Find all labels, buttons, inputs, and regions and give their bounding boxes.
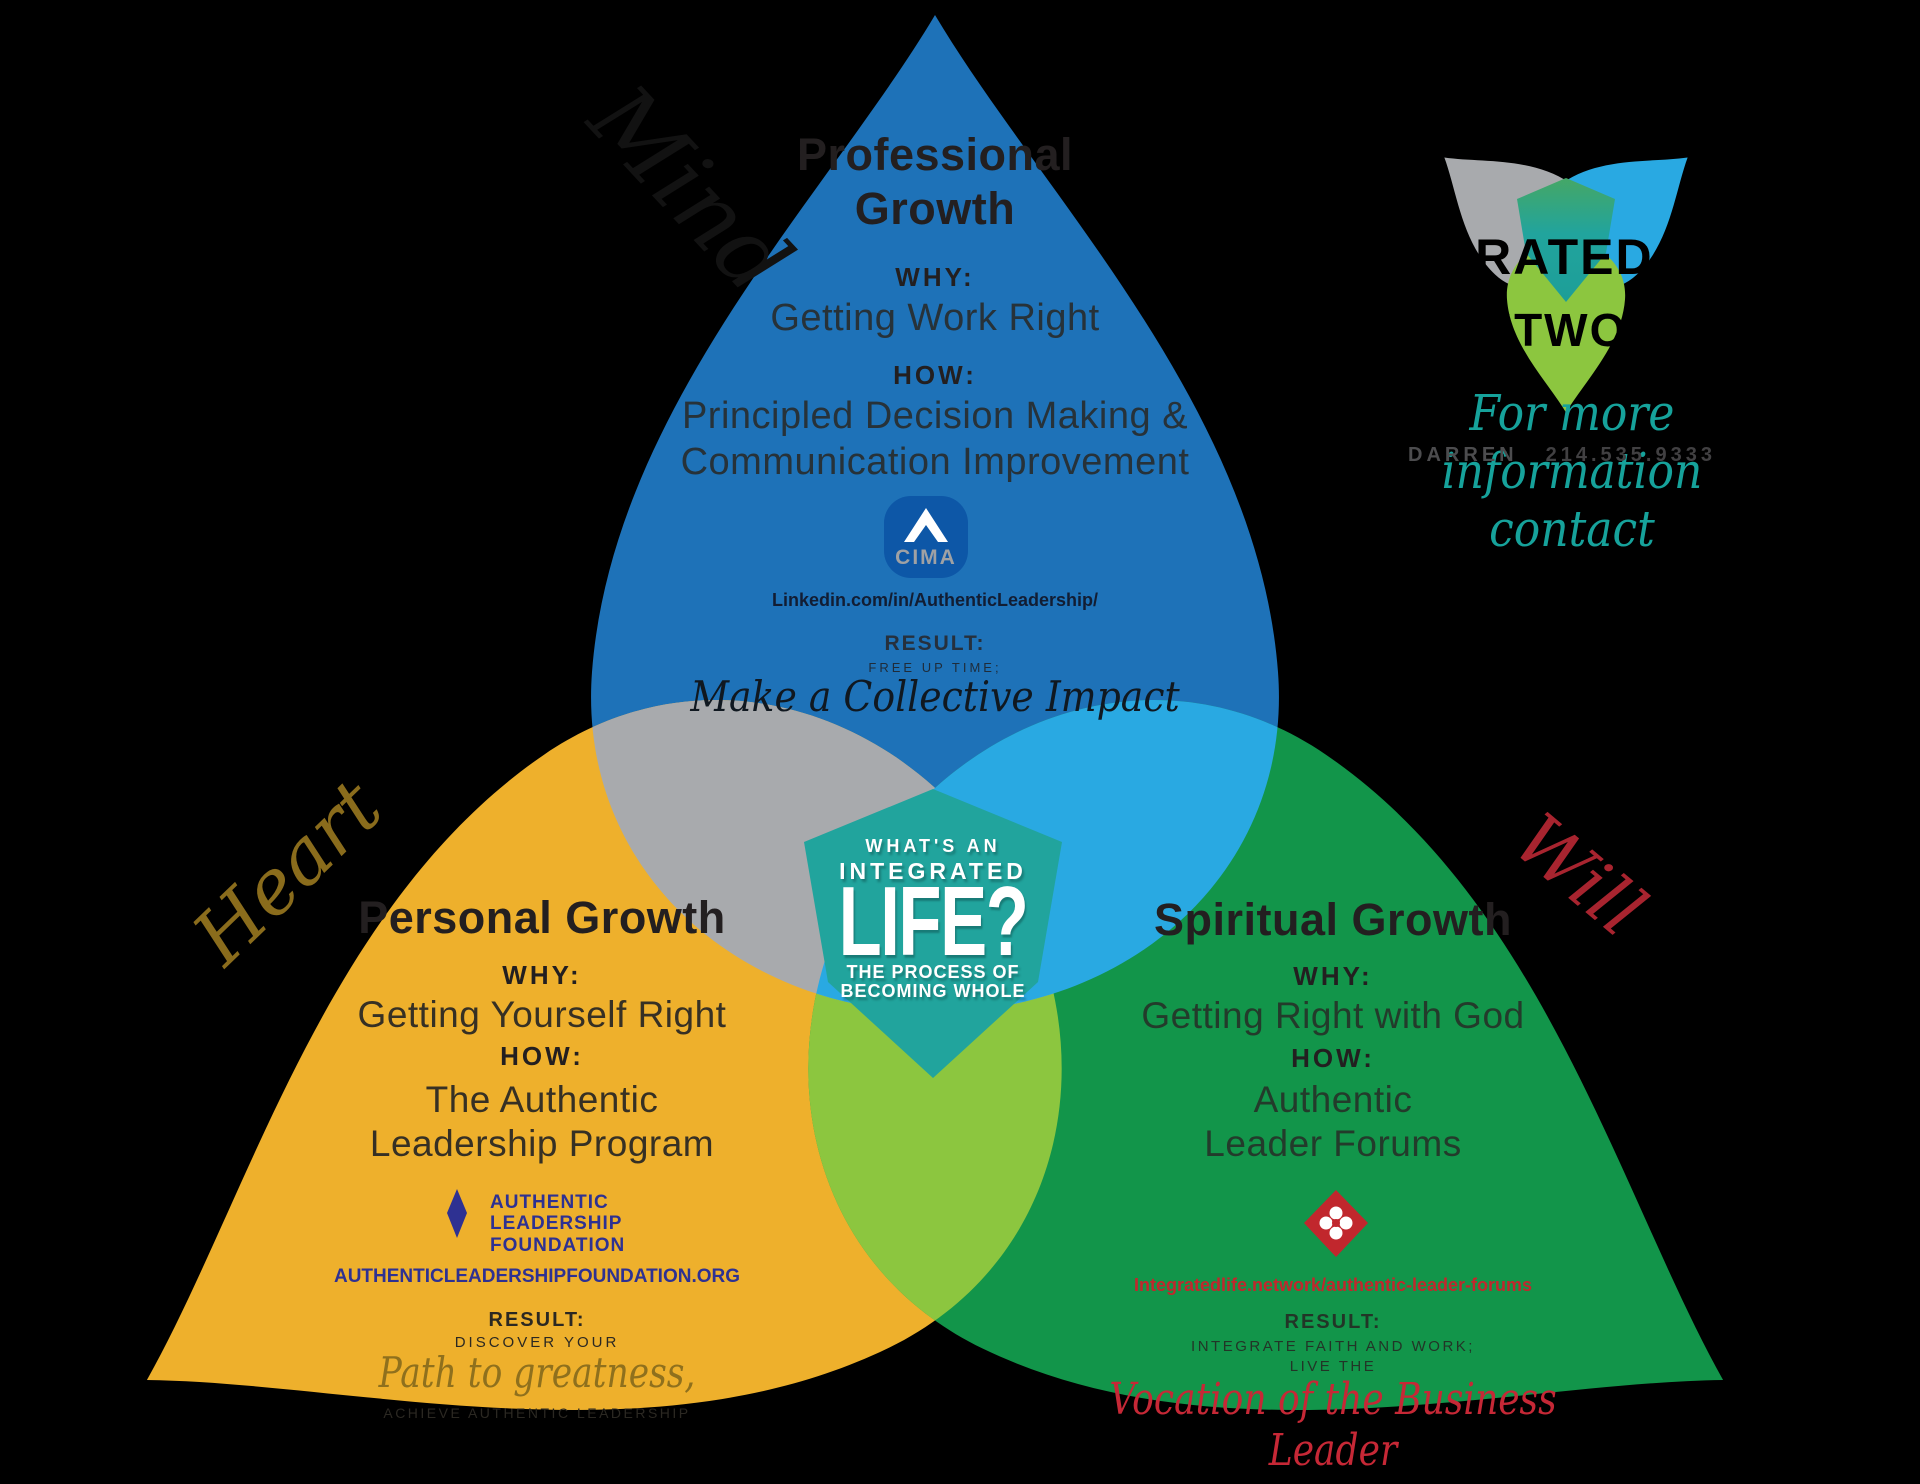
why-text: Getting Work Right xyxy=(770,297,1100,339)
logo-text-network: NETWORK xyxy=(1446,304,1698,356)
cima-mountain-icon xyxy=(904,508,948,542)
linkedin-url: Linkedin.com/in/AuthenticLeadership/ xyxy=(771,590,1099,610)
how-label: HOW: xyxy=(893,360,977,390)
result-caps2: ACHIEVE AUTHENTIC LEADERSHIP xyxy=(383,1405,691,1421)
mini-shield xyxy=(1517,178,1615,302)
why-text: Getting Yourself Right xyxy=(357,994,727,1035)
result-label: RESULT: xyxy=(884,632,986,655)
shield-line2: INTEGRATED xyxy=(839,858,1027,884)
alf-diamond-icon xyxy=(447,1189,467,1238)
logo-text-integrated: INTEGRATED xyxy=(1312,229,1654,285)
result-caps: INTEGRATE FAITH AND WORK; LIVE THE xyxy=(1191,1338,1475,1375)
how-text: The Authentic Leadership Program xyxy=(369,1079,715,1165)
why-label: WHY: xyxy=(895,262,975,292)
how-text: Principled Decision Making & Communicati… xyxy=(680,395,1190,483)
shield-life: LIFE? xyxy=(838,866,1029,976)
iln-logo-icon xyxy=(1407,111,1725,413)
why-text: Getting Right with God xyxy=(1141,995,1525,1036)
contact-phone: 214.535.9333 xyxy=(1545,444,1716,466)
result-script: Path to greatness, xyxy=(378,1348,696,1397)
petal-title: Personal Growth xyxy=(358,892,726,943)
forums-url: Integratedlife.network/authentic-leader-… xyxy=(1133,1275,1533,1295)
how-label: HOW: xyxy=(500,1041,584,1071)
result-caps: DISCOVER YOUR xyxy=(454,1334,620,1351)
how-text: Authentic Leader Forums xyxy=(1204,1079,1462,1165)
why-label: WHY: xyxy=(1293,961,1373,991)
center-shield xyxy=(804,789,1062,1078)
cima-squircle xyxy=(884,496,968,578)
red-cross-diamond-icon xyxy=(1304,1190,1368,1257)
why-label: WHY: xyxy=(502,960,582,990)
result-label: RESULT: xyxy=(488,1309,586,1331)
result-script: Vocation of the Business Leader xyxy=(1109,1374,1557,1476)
result-caps: FREE UP TIME; xyxy=(868,660,1002,675)
alf-wordmark: AUTHENTIC LEADERSHIP FOUNDATION xyxy=(490,1192,626,1256)
alf-url: AUTHENTICLEADERSHIPFOUNDATION.ORG xyxy=(333,1266,741,1287)
shield-line4: THE PROCESS OF xyxy=(846,962,1020,982)
result-label: RESULT: xyxy=(1284,1311,1382,1333)
shield-line5: BECOMING WHOLE xyxy=(840,981,1026,1001)
contact-name: DARREN xyxy=(1408,444,1518,466)
shield-line1: WHAT'S AN xyxy=(865,836,1001,856)
petal-title: Spiritual Growth xyxy=(1153,894,1513,945)
contact-line: DARREN 214.535.9333 xyxy=(1408,444,1716,467)
contact-script: For more information contact xyxy=(1441,384,1703,558)
cima-wordmark: CIMA xyxy=(895,546,957,569)
petal-title: Professional Growth xyxy=(796,129,1074,234)
how-label: HOW: xyxy=(1291,1043,1375,1073)
result-script: Make a Collective Impact xyxy=(690,672,1180,721)
cima-logo-icon xyxy=(884,496,968,578)
